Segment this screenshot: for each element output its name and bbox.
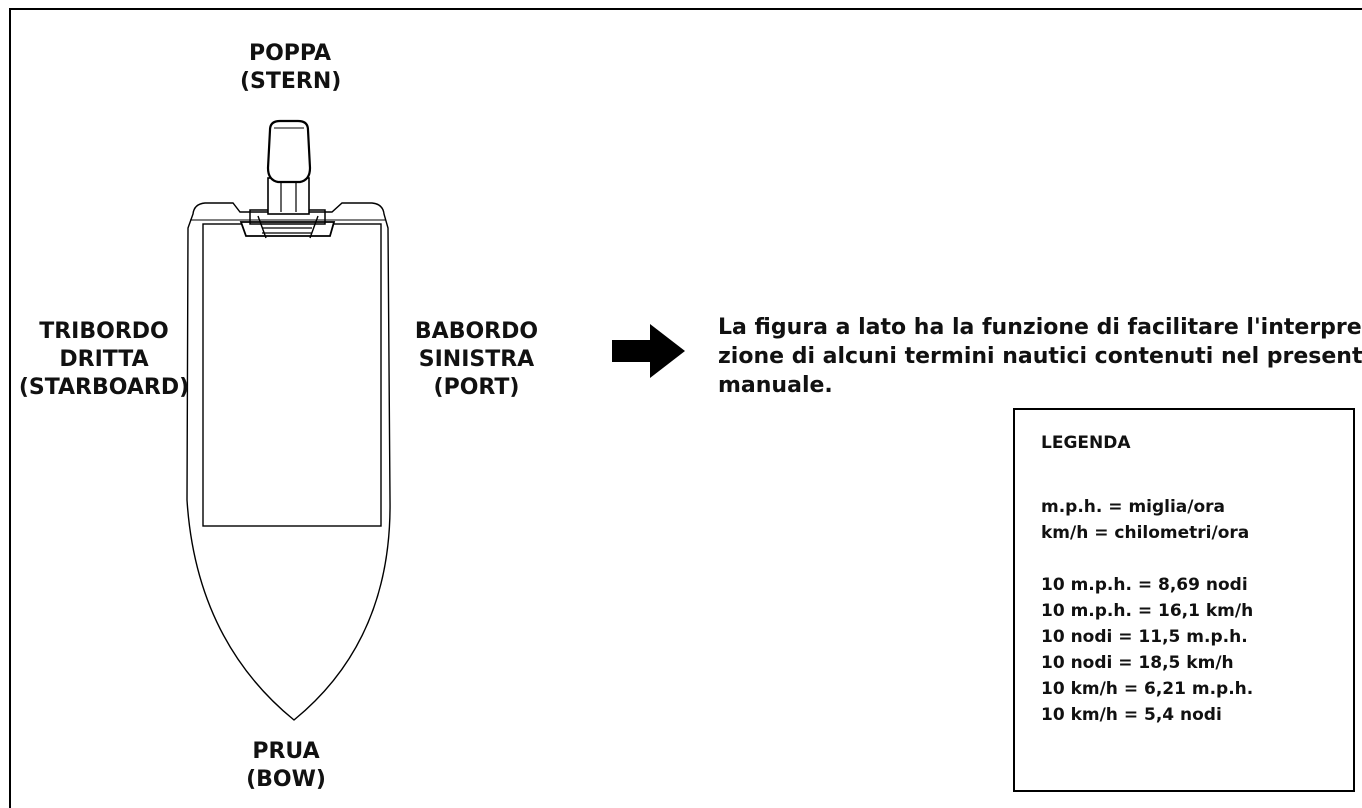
motor-stem — [267, 177, 310, 215]
legend-conversions: 10 m.p.h. = 8,69 nodi 10 m.p.h. = 16,1 k… — [1041, 572, 1353, 728]
description-line3: manuale. — [718, 373, 833, 398]
legend-definition-row: km/h = chilometri/ora — [1041, 523, 1250, 543]
legend-conversion-row: 10 nodi = 18,5 km/h — [1041, 653, 1234, 673]
description-line2: zione di alcuni termini nautici contenut… — [718, 344, 1362, 369]
starboard-label-line3: (STARBOARD) — [18, 375, 190, 400]
legend-definition-row: m.p.h. = miglia/ora — [1041, 497, 1226, 517]
port-label-line2: SINISTRA — [418, 347, 535, 372]
legend-conversion-row: 10 m.p.h. = 16,1 km/h — [1041, 601, 1254, 621]
legend-title: LEGENDA — [1041, 433, 1131, 453]
legend-conversion-row: 10 nodi = 11,5 m.p.h. — [1041, 627, 1248, 647]
starboard-label-line1: TRIBORDO — [39, 319, 169, 344]
bow-label-line1: PRUA — [252, 739, 320, 764]
port-label-line1: BABORDO — [414, 319, 539, 344]
motor-cowling — [266, 119, 312, 184]
stern-label-line2: (STERN) — [240, 69, 342, 94]
description-line1: La figura a lato ha la funzione di facil… — [718, 315, 1362, 340]
page-frame — [9, 8, 1362, 808]
starboard-label-line2: DRITTA — [59, 347, 149, 372]
legend-definitions: m.p.h. = miglia/ora km/h = chilometri/or… — [1041, 494, 1353, 546]
legend-conversion-row: 10 m.p.h. = 8,69 nodi — [1041, 575, 1248, 595]
legend-conversion-row: 10 km/h = 5,4 nodi — [1041, 705, 1222, 725]
bow-label: PRUA (BOW) — [236, 738, 336, 794]
hull-outline — [186, 202, 391, 721]
arrow-right-icon — [612, 324, 685, 378]
legend-box: LEGENDA m.p.h. = miglia/ora km/h = chilo… — [1013, 408, 1355, 792]
description-text: La figura a lato ha la funzione di facil… — [718, 313, 1362, 400]
port-label: BABORDO SINISTRA (PORT) — [404, 318, 549, 402]
bow-label-line2: (BOW) — [246, 767, 326, 792]
stern-label-line1: POPPA — [248, 41, 332, 66]
starboard-label: TRIBORDO DRITTA (STARBOARD) — [10, 318, 198, 402]
legend-conversion-row: 10 km/h = 6,21 m.p.h. — [1041, 679, 1254, 699]
boat-topview-icon — [186, 119, 391, 721]
port-label-line3: (PORT) — [433, 375, 520, 400]
stern-label: POPPA (STERN) — [240, 40, 342, 96]
